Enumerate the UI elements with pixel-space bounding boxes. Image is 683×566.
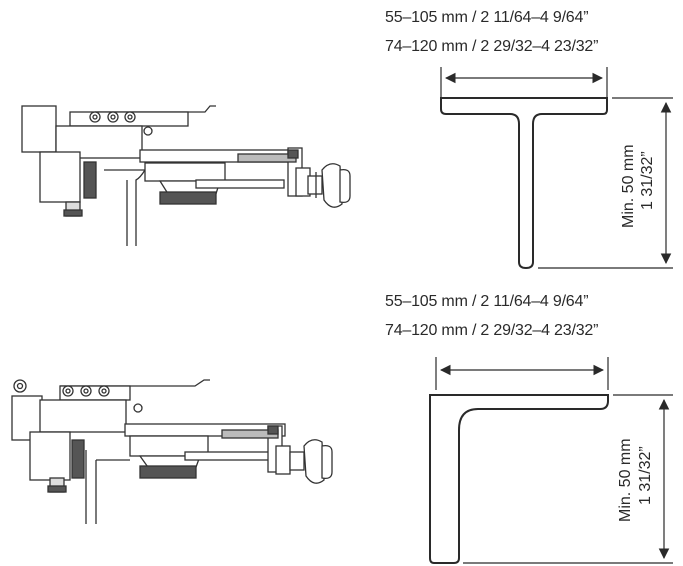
t-height-dimension [538, 97, 673, 269]
t-width-dimension [440, 67, 608, 97]
l-height-in: 1 31/32” [637, 446, 654, 505]
t-profile-drawing [440, 97, 608, 270]
t-height-in: 1 31/32” [639, 151, 656, 210]
t-height-mm: Min. 50 mm [620, 144, 637, 228]
bottom-width-range-alt: 74–120 mm / 2 29/32–4 23/32” [385, 322, 599, 339]
l-height-dimension [463, 394, 673, 564]
top-clamp-device-illustration [21, 105, 351, 246]
l-width-dimension [435, 357, 609, 390]
bottom-width-range-mm: 55–105 mm / 2 11/64–4 9/64” [385, 293, 589, 310]
l-height-mm: Min. 50 mm [617, 438, 634, 522]
bottom-clamp-device-illustration [11, 379, 333, 524]
top-width-range-alt: 74–120 mm / 2 29/32–4 23/32” [385, 38, 599, 55]
top-width-range-mm: 55–105 mm / 2 11/64–4 9/64” [385, 9, 589, 26]
l-profile-drawing [429, 394, 609, 564]
